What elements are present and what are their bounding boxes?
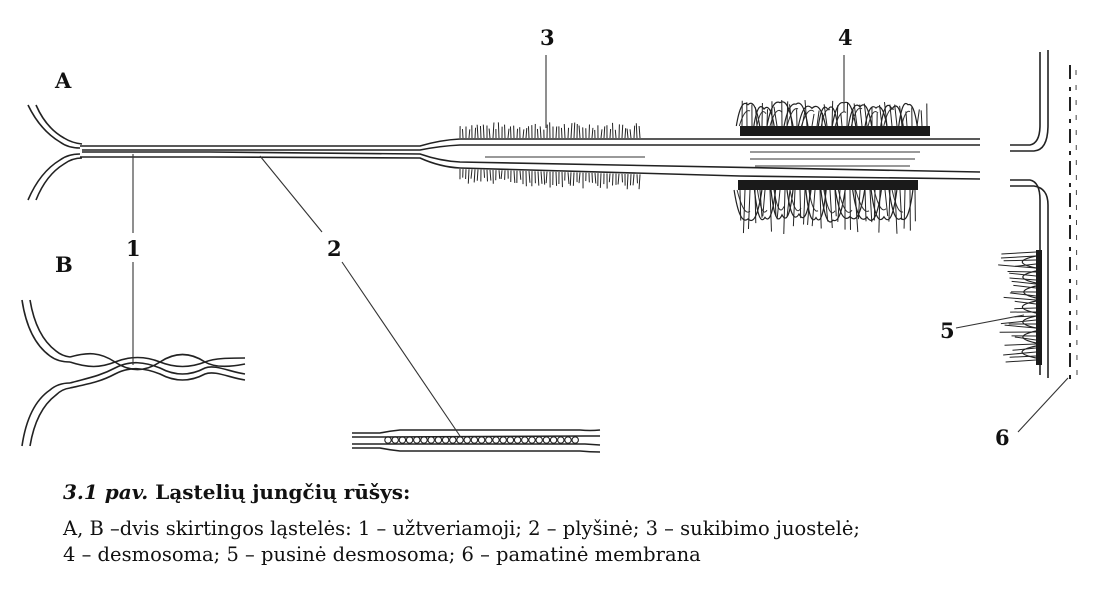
label-6: 6 xyxy=(995,425,1010,450)
hemidesmosome xyxy=(1036,250,1042,365)
label-cell-b: B xyxy=(55,252,73,277)
hemidesmosome-filaments xyxy=(998,251,1037,363)
leader-lines xyxy=(132,55,1069,437)
caption-title: 3.1 pav. Ląstelių jungčių rūšys: xyxy=(63,480,1063,504)
label-2: 2 xyxy=(327,236,342,261)
gap-junction-detail xyxy=(352,429,601,453)
cell-junctions-diagram: A B 1 2 3 4 5 6 xyxy=(21,25,1078,453)
caption-title-text: Ląstelių jungčių rūšys: xyxy=(155,480,411,504)
caption-line-1: A, B –dvis skirtingos ląstelės: 1 – užtv… xyxy=(63,517,860,540)
label-5: 5 xyxy=(940,318,955,343)
label-cell-a: A xyxy=(54,68,72,93)
label-4: 4 xyxy=(838,25,853,50)
caption-number: 3.1 pav. xyxy=(63,480,149,504)
basement-membrane xyxy=(1069,65,1078,380)
right-cell-membrane xyxy=(1010,50,1049,378)
label-1: 1 xyxy=(126,236,141,261)
figure-caption: 3.1 pav. Ląstelių jungčių rūšys: A, B –d… xyxy=(63,480,1063,568)
caption-body: A, B –dvis skirtingos ląstelės: 1 – užtv… xyxy=(63,516,1063,568)
desmosome-plaque xyxy=(738,126,930,190)
adhesion-belt-filaments-top xyxy=(459,122,641,139)
desmosome-filaments-bottom xyxy=(733,189,916,234)
desmosome-filaments-top xyxy=(735,100,928,127)
tight-junction-detail xyxy=(21,299,246,447)
label-3: 3 xyxy=(540,25,555,50)
cell-membranes xyxy=(27,104,981,201)
adhesion-belt-filaments-bottom xyxy=(459,168,641,190)
caption-line-2: 4 – desmosoma; 5 – pusinė desmosoma; 6 –… xyxy=(63,543,701,566)
